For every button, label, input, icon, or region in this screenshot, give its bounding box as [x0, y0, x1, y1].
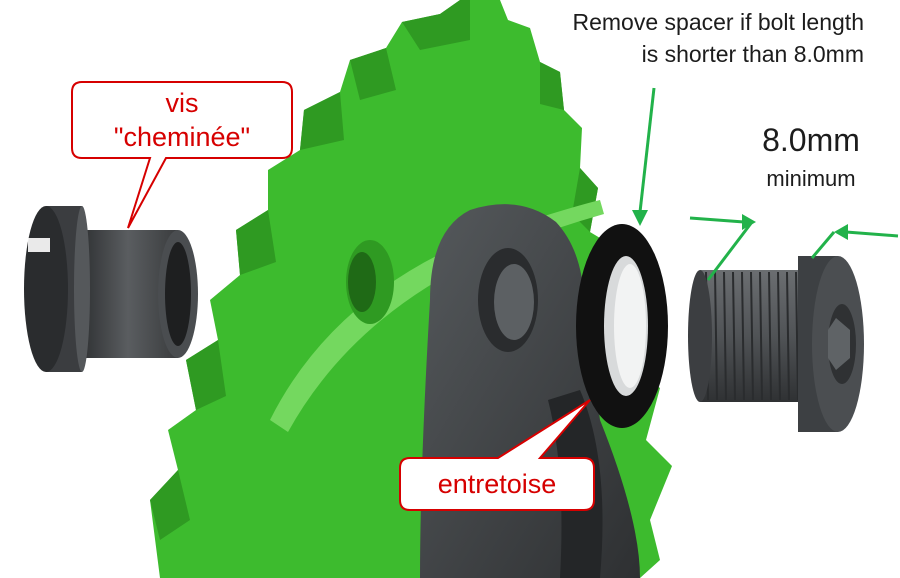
bolt-thread-line — [759, 271, 763, 401]
spacer-note-line2: is shorter than 8.0mm — [641, 41, 864, 67]
chimney-screw-part — [24, 206, 198, 372]
bolt-thread-line — [795, 271, 799, 401]
callout-screw-line2: "cheminée" — [113, 122, 251, 152]
length-label: minimum — [766, 166, 856, 191]
bolt-thread-line — [750, 271, 754, 401]
arrows — [632, 87, 899, 281]
length-value: 8.0mm — [762, 122, 860, 158]
callout-spacer — [399, 399, 595, 511]
bolt-part — [688, 256, 864, 432]
callout-spacer-label: entretoise — [437, 469, 557, 499]
bolt-thread-line — [714, 271, 718, 401]
bolt-thread-line — [768, 271, 772, 401]
bolt-thread-line — [732, 271, 736, 401]
callout-screw-line1: vis — [165, 88, 199, 118]
spacer-note-line1: Remove spacer if bolt length — [572, 9, 865, 35]
bolt-thread-line — [741, 271, 745, 401]
bolt-thread-line — [777, 271, 781, 401]
bolt-thread-line — [723, 271, 727, 401]
spacer-ring — [576, 224, 668, 428]
bolt-thread-line — [786, 271, 790, 401]
callout-screw — [71, 81, 293, 229]
